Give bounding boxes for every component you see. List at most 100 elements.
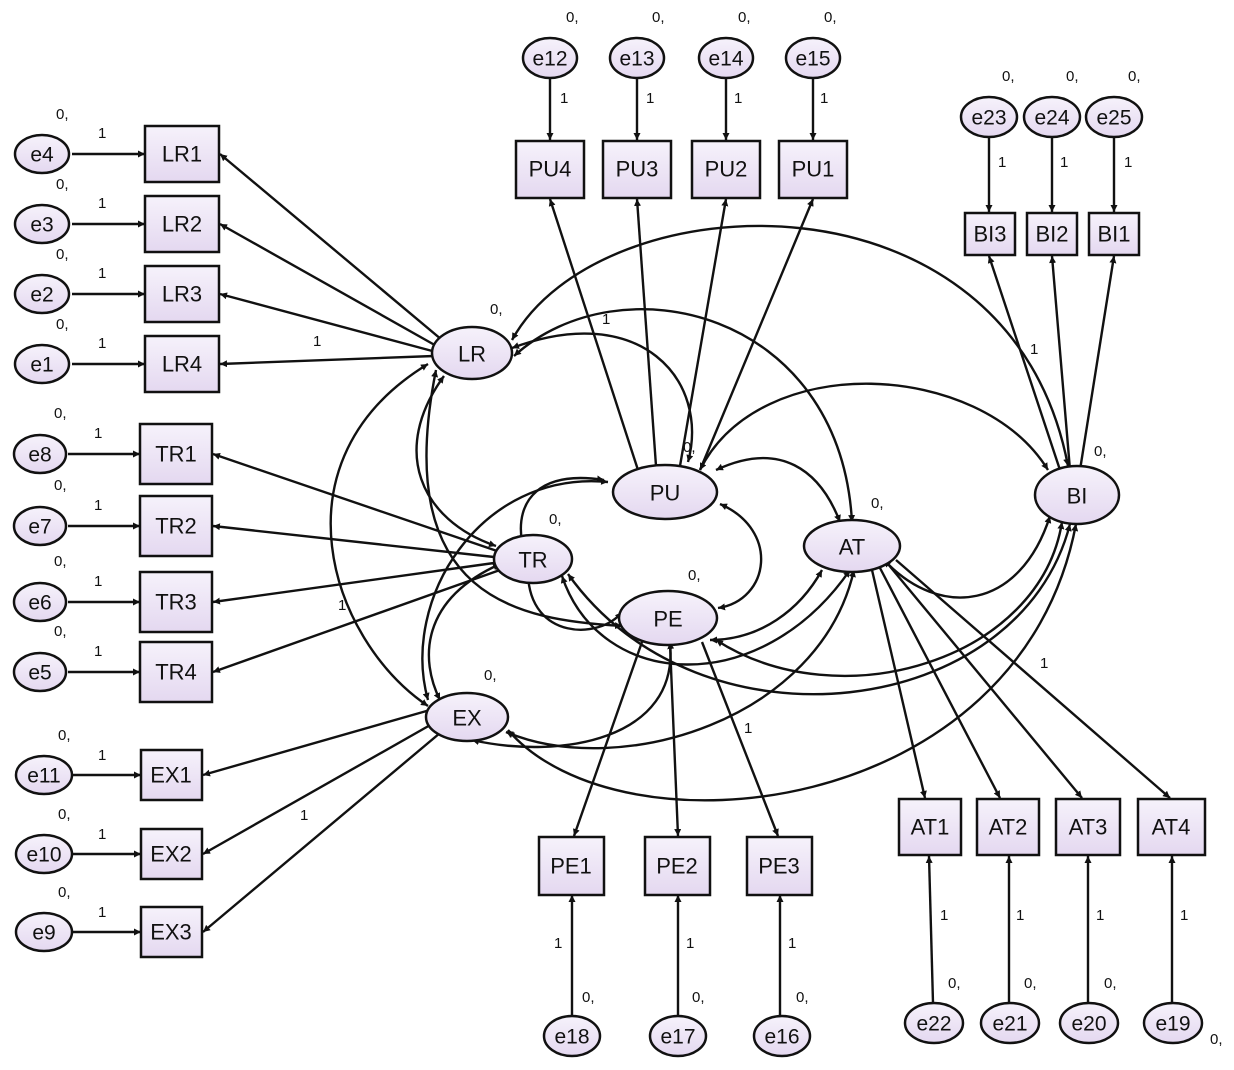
indicator-lr3[interactable]: LR3 bbox=[143, 264, 221, 324]
error-e19[interactable]: e19 bbox=[1142, 1001, 1204, 1045]
error-e4[interactable]: e4 bbox=[13, 133, 71, 175]
weight-label: 1 bbox=[602, 311, 610, 328]
error-e12[interactable]: e12 bbox=[521, 36, 579, 80]
path-bi-bi3 bbox=[987, 255, 1062, 471]
svg-text:TR4: TR4 bbox=[155, 660, 197, 685]
weight-label: 1 bbox=[300, 807, 308, 824]
svg-text:e3: e3 bbox=[30, 214, 53, 237]
indicator-tr2[interactable]: TR2 bbox=[138, 494, 214, 558]
weight-labels: 1 1 1 1 1 1 1 1 1 1 1 1 1 1 1 1 1 1 1 1 … bbox=[94, 90, 1188, 952]
error-e18[interactable]: e18 bbox=[542, 1014, 602, 1058]
path-pe-pe2 bbox=[668, 643, 682, 837]
variance-label: 0, bbox=[549, 511, 562, 528]
weight-label: 1 bbox=[1030, 341, 1038, 358]
error-e9[interactable]: e9 bbox=[14, 911, 74, 953]
svg-text:LR: LR bbox=[458, 342, 486, 367]
indicator-at3[interactable]: AT3 bbox=[1054, 797, 1122, 857]
error-e2[interactable]: e2 bbox=[13, 273, 71, 315]
indicator-lr4[interactable]: LR4 bbox=[143, 334, 221, 394]
weight-label: 1 bbox=[98, 125, 106, 142]
error-e20[interactable]: e20 bbox=[1058, 1001, 1120, 1045]
indicator-pu4[interactable]: PU4 bbox=[514, 139, 586, 200]
indicator-ex2[interactable]: EX2 bbox=[139, 827, 204, 881]
error-e7[interactable]: e7 bbox=[12, 505, 68, 547]
svg-text:PU2: PU2 bbox=[705, 157, 748, 182]
path-pu-pu3 bbox=[634, 198, 658, 467]
svg-text:e17: e17 bbox=[660, 1026, 695, 1049]
variance-label: 0, bbox=[54, 405, 67, 422]
svg-text:e20: e20 bbox=[1071, 1013, 1106, 1036]
latent-tr[interactable]: TR bbox=[492, 533, 574, 585]
indicator-tr1[interactable]: TR1 bbox=[138, 422, 214, 486]
variance-label: 0, bbox=[56, 106, 69, 123]
svg-text:TR3: TR3 bbox=[155, 590, 197, 615]
error-e21[interactable]: e21 bbox=[979, 1001, 1041, 1045]
indicator-at1[interactable]: AT1 bbox=[897, 797, 963, 857]
svg-text:e2: e2 bbox=[30, 284, 53, 307]
svg-text:e7: e7 bbox=[28, 516, 51, 539]
error-e6[interactable]: e6 bbox=[12, 581, 68, 623]
latent-pe[interactable]: PE bbox=[617, 589, 719, 647]
indicator-bi1[interactable]: BI1 bbox=[1087, 211, 1141, 257]
indicator-at4[interactable]: AT4 bbox=[1136, 797, 1207, 857]
svg-text:e22: e22 bbox=[916, 1013, 951, 1036]
weight-label: 1 bbox=[94, 643, 102, 660]
variance-label: 0, bbox=[948, 975, 961, 992]
weight-label: 1 bbox=[744, 720, 752, 737]
error-e11[interactable]: e11 bbox=[14, 754, 74, 796]
indicator-ex3[interactable]: EX3 bbox=[139, 905, 204, 959]
indicator-lr2[interactable]: LR2 bbox=[143, 194, 221, 254]
indicator-at2[interactable]: AT2 bbox=[975, 797, 1041, 857]
error-e5[interactable]: e5 bbox=[12, 651, 68, 693]
weight-label: 1 bbox=[98, 904, 106, 921]
weight-label: 1 bbox=[313, 333, 321, 350]
svg-text:TR: TR bbox=[518, 548, 547, 573]
error-e15[interactable]: e15 bbox=[784, 36, 842, 80]
error-e24[interactable]: e24 bbox=[1022, 95, 1082, 139]
error-e13[interactable]: e13 bbox=[608, 36, 666, 80]
error-e16[interactable]: e16 bbox=[752, 1014, 812, 1058]
error-e10[interactable]: e10 bbox=[14, 833, 74, 875]
indicator-lr1[interactable]: LR1 bbox=[143, 124, 221, 184]
error-e25[interactable]: e25 bbox=[1084, 95, 1144, 139]
error-e17[interactable]: e17 bbox=[648, 1014, 708, 1058]
indicator-bi3[interactable]: BI3 bbox=[963, 211, 1017, 257]
indicator-ex1[interactable]: EX1 bbox=[139, 748, 204, 802]
indicator-tr4[interactable]: TR4 bbox=[138, 640, 214, 704]
variance-label: 0, bbox=[871, 495, 884, 512]
variance-label: 0, bbox=[1104, 975, 1117, 992]
indicator-pe1[interactable]: PE1 bbox=[537, 835, 606, 897]
error-e14[interactable]: e14 bbox=[697, 36, 755, 80]
indicator-pu3[interactable]: PU3 bbox=[601, 139, 673, 200]
variance-label: 0, bbox=[58, 727, 71, 744]
indicator-pe2[interactable]: PE2 bbox=[643, 835, 712, 897]
latent-bi[interactable]: BI bbox=[1033, 464, 1121, 526]
latent-lr[interactable]: LR bbox=[430, 325, 514, 381]
cov-pu-pe bbox=[717, 502, 763, 611]
indicator-pe3[interactable]: PE3 bbox=[745, 835, 814, 897]
svg-text:BI2: BI2 bbox=[1035, 222, 1068, 247]
error-e3[interactable]: e3 bbox=[13, 203, 71, 245]
error-e22[interactable]: e22 bbox=[903, 1001, 965, 1045]
indicator-tr3[interactable]: TR3 bbox=[138, 570, 214, 634]
svg-text:e15: e15 bbox=[795, 48, 830, 71]
weight-label: 1 bbox=[98, 826, 106, 843]
variance-label: 0, bbox=[490, 301, 503, 318]
svg-text:e4: e4 bbox=[30, 144, 54, 167]
cov-pu-at bbox=[715, 456, 842, 523]
svg-text:e25: e25 bbox=[1096, 107, 1131, 130]
path-lr-lr3 bbox=[219, 292, 437, 354]
latent-ex[interactable]: EX bbox=[424, 691, 510, 743]
error-e8[interactable]: e8 bbox=[12, 433, 68, 475]
weight-label: 1 bbox=[98, 747, 106, 764]
latent-at[interactable]: AT bbox=[802, 518, 902, 574]
latent-pu[interactable]: PU bbox=[611, 463, 719, 521]
indicator-pu2[interactable]: PU2 bbox=[690, 139, 762, 200]
svg-text:AT: AT bbox=[839, 535, 865, 560]
error-e23[interactable]: e23 bbox=[959, 95, 1019, 139]
error-e1[interactable]: e1 bbox=[13, 343, 71, 385]
indicator-bi2[interactable]: BI2 bbox=[1025, 211, 1079, 257]
variance-label: 0, bbox=[582, 989, 595, 1006]
svg-text:e23: e23 bbox=[971, 107, 1006, 130]
indicator-pu1[interactable]: PU1 bbox=[777, 139, 849, 200]
